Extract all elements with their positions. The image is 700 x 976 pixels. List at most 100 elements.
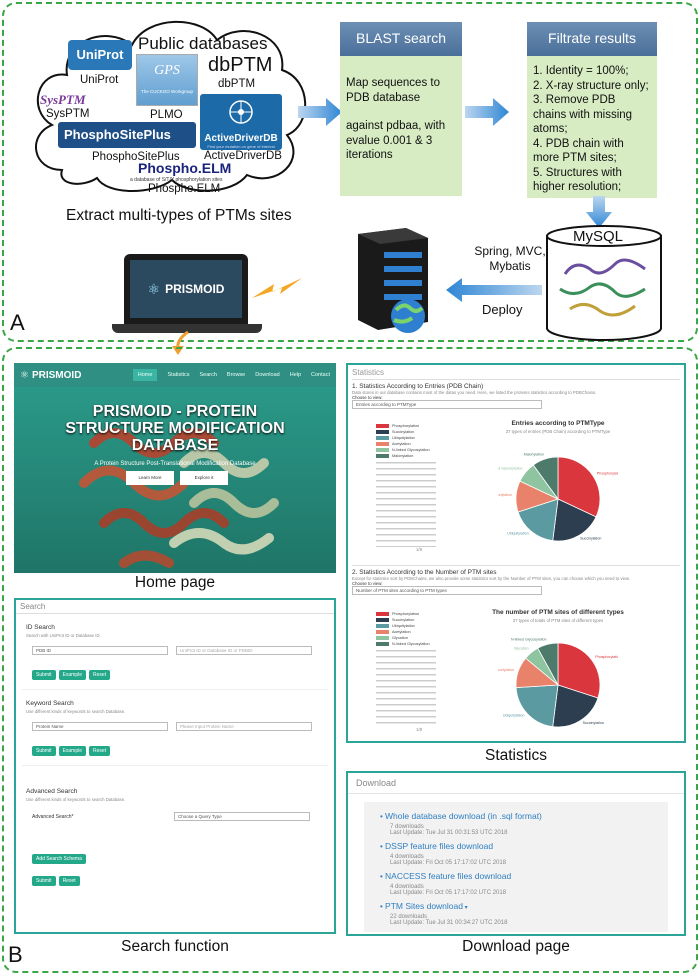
legend-1-item[interactable]: Phosphorylation (392, 424, 420, 428)
atom-icon: ⚛ (147, 280, 161, 297)
pie-slice-label: Phosphorylation (595, 655, 618, 659)
phosphositeplus-logo: PhosphoSitePlus (58, 122, 196, 148)
legend-2-item[interactable]: Glycation (392, 636, 408, 640)
id-reset-button[interactable]: Reset (89, 670, 111, 680)
filtrate-line-4: 4. PDB chain with more PTM sites; (533, 137, 624, 165)
laptop-brand: PRISMOID (165, 282, 225, 296)
legend-1-item[interactable]: N-linked Glycosylation (392, 448, 430, 452)
pie-slice[interactable] (517, 498, 559, 542)
pie-chart-2: PhosphorylationSuccinylationUbiquitylati… (498, 637, 618, 728)
pie-slice-label: N-linked Glycosylation (498, 467, 523, 471)
search-screenshot: Search ID Search Search with UniProt ID … (14, 598, 336, 934)
legend-1-pager[interactable]: 1/8 (416, 547, 422, 552)
explore-button[interactable]: Explore it (180, 471, 228, 485)
deploy-label: Deploy (482, 302, 523, 317)
legend-2-item[interactable]: Phosphorylation (392, 612, 420, 616)
adv-query-select[interactable]: Choose a Query Type (174, 812, 310, 821)
id-submit-button[interactable]: Submit (32, 670, 56, 680)
download-updated: Last Update: Fri Oct 05 17:17:02 UTC 201… (390, 860, 507, 866)
adv-submit-button[interactable]: Submit (32, 876, 56, 886)
panel-b-label: B (8, 942, 23, 967)
stats-choose-2: Choose to view: (352, 581, 383, 586)
advanced-search-box: Advanced Search Use different kinds of k… (22, 784, 328, 895)
keyword-search-box: Keyword Search Use different kinds of ke… (22, 696, 328, 766)
download-link[interactable]: DSSP feature files download (385, 841, 494, 851)
stats-title: Statistics (352, 368, 385, 377)
kw-example-button[interactable]: Example (58, 746, 87, 756)
kw-search-desc: Use different kinds of keywords to searc… (26, 709, 126, 714)
legend-1-item[interactable]: Succinylation (392, 430, 415, 434)
pie-slice[interactable] (515, 684, 559, 728)
pie-slice[interactable] (532, 456, 559, 501)
home-brand[interactable]: PRISMOID (31, 369, 82, 381)
home-navbar: ⚛ PRISMOID Home Statistics Search Browse… (14, 363, 336, 387)
legend-1-item[interactable]: Ubiquitylation (392, 436, 415, 440)
kw-type-select[interactable]: Protein Name (32, 722, 168, 731)
add-schema-button[interactable]: Add Search Schema (32, 854, 86, 864)
id-search-desc: Search with UniProt ID or Database ID. (26, 633, 101, 638)
gps-logo-text: GPS (154, 63, 180, 78)
download-link[interactable]: Whole database download (in .sql format) (385, 811, 542, 821)
id-example-button[interactable]: Example (58, 670, 87, 680)
kw-submit-button[interactable]: Submit (32, 746, 56, 756)
legend-2-item[interactable]: Acetylation (392, 630, 411, 634)
stats-sec1-title: 1. Statistics According to Entries (PDB … (352, 383, 484, 390)
id-search-input[interactable]: UniProt ID or Database ID or PDBID (176, 646, 312, 655)
legend-2-faded (376, 647, 436, 727)
home-caption: Home page (134, 574, 216, 591)
id-type-select[interactable]: PDB ID (32, 646, 168, 655)
pie-slice[interactable] (552, 498, 597, 542)
laptop-screen: ⚛ PRISMOID (124, 254, 248, 324)
framework-label: Spring, MVC, Mybatis (474, 244, 546, 273)
extract-text: Extract multi-types of PTMs sites (66, 207, 292, 224)
home-atom-icon: ⚛ (20, 369, 29, 381)
stats-select-2[interactable]: Number of PTM sites according to PTM typ… (352, 586, 542, 595)
pie-slice[interactable] (557, 642, 601, 699)
hero-title-2: STRUCTURE MODIFICATION (65, 420, 285, 437)
filtrate-body: 1. Identity = 100%; 2. X-ray structure o… (527, 56, 657, 198)
phosphoelm-sub: a database of S/T/Y phosphorylation site… (130, 177, 223, 183)
statistics-screenshot: Statistics 1. Statistics According to En… (346, 363, 686, 743)
legend-2-item[interactable]: Succinylation (392, 618, 415, 622)
legend-2-pager[interactable]: 1/8 (416, 727, 422, 732)
pie-slice[interactable] (557, 456, 601, 518)
statistics-caption: Statistics (484, 747, 547, 764)
filtrate-line-1: 1. Identity = 100%; (533, 65, 629, 77)
arrow-down (586, 196, 612, 228)
legend-2-item[interactable]: Ubiquitylation (392, 624, 415, 628)
pie-slice-label: N-linked Glycosylation (511, 637, 547, 641)
pie-slice[interactable] (552, 684, 599, 728)
download-title: Download (348, 773, 684, 794)
home-screenshot: ⚛ PRISMOID Home Statistics Search Browse… (14, 363, 336, 573)
learn-more-button[interactable]: Learn More (126, 471, 174, 485)
arrow-right-2 (465, 98, 509, 126)
mysql-cylinder (546, 225, 662, 341)
caret-down-icon[interactable]: ▾ (462, 905, 468, 911)
legend-1-item[interactable]: Acetylation (392, 442, 411, 446)
kw-search-input[interactable]: Please Input Protein Name (176, 722, 312, 731)
pie-slice-label: Acetylation (498, 493, 512, 497)
download-caption: Download page (462, 938, 570, 955)
pie-slice[interactable] (537, 642, 559, 686)
download-link[interactable]: PTM Sites download (385, 901, 463, 911)
download-link[interactable]: NACCESS feature files download (385, 871, 512, 881)
activedriver-label: ActiveDriverDB (204, 150, 282, 162)
kw-reset-button[interactable]: Reset (89, 746, 111, 756)
legend-1-item[interactable]: Malonylation (392, 454, 414, 458)
nav-home[interactable]: Home (132, 369, 158, 381)
laptop-base (112, 324, 262, 333)
nav-browse[interactable]: Browse (226, 372, 246, 378)
nav-help[interactable]: Help (289, 372, 302, 378)
stats-sec2-title: 2. Statistics According to the Number of… (352, 569, 497, 576)
nav-contact[interactable]: Contact (311, 372, 330, 378)
blast-line-2: against pdbaa, with evalue 0.001 & 3 ite… (346, 120, 446, 161)
nav-statistics[interactable]: Statistics (167, 372, 190, 378)
adv-reset-button[interactable]: Reset (58, 876, 80, 886)
hero-title: PRISMOID - PROTEIN STRUCTURE MODIFICATIO… (14, 403, 336, 454)
nav-search[interactable]: Search (199, 372, 217, 378)
legend-2-item[interactable]: N-linked Glycosylation (392, 642, 430, 646)
stats-select-1[interactable]: Entries according to PTMType (352, 400, 542, 409)
nav-download[interactable]: Download (255, 372, 280, 378)
pie-chart-1: PhosphorylationSuccinylationUbiquitylati… (498, 452, 618, 542)
